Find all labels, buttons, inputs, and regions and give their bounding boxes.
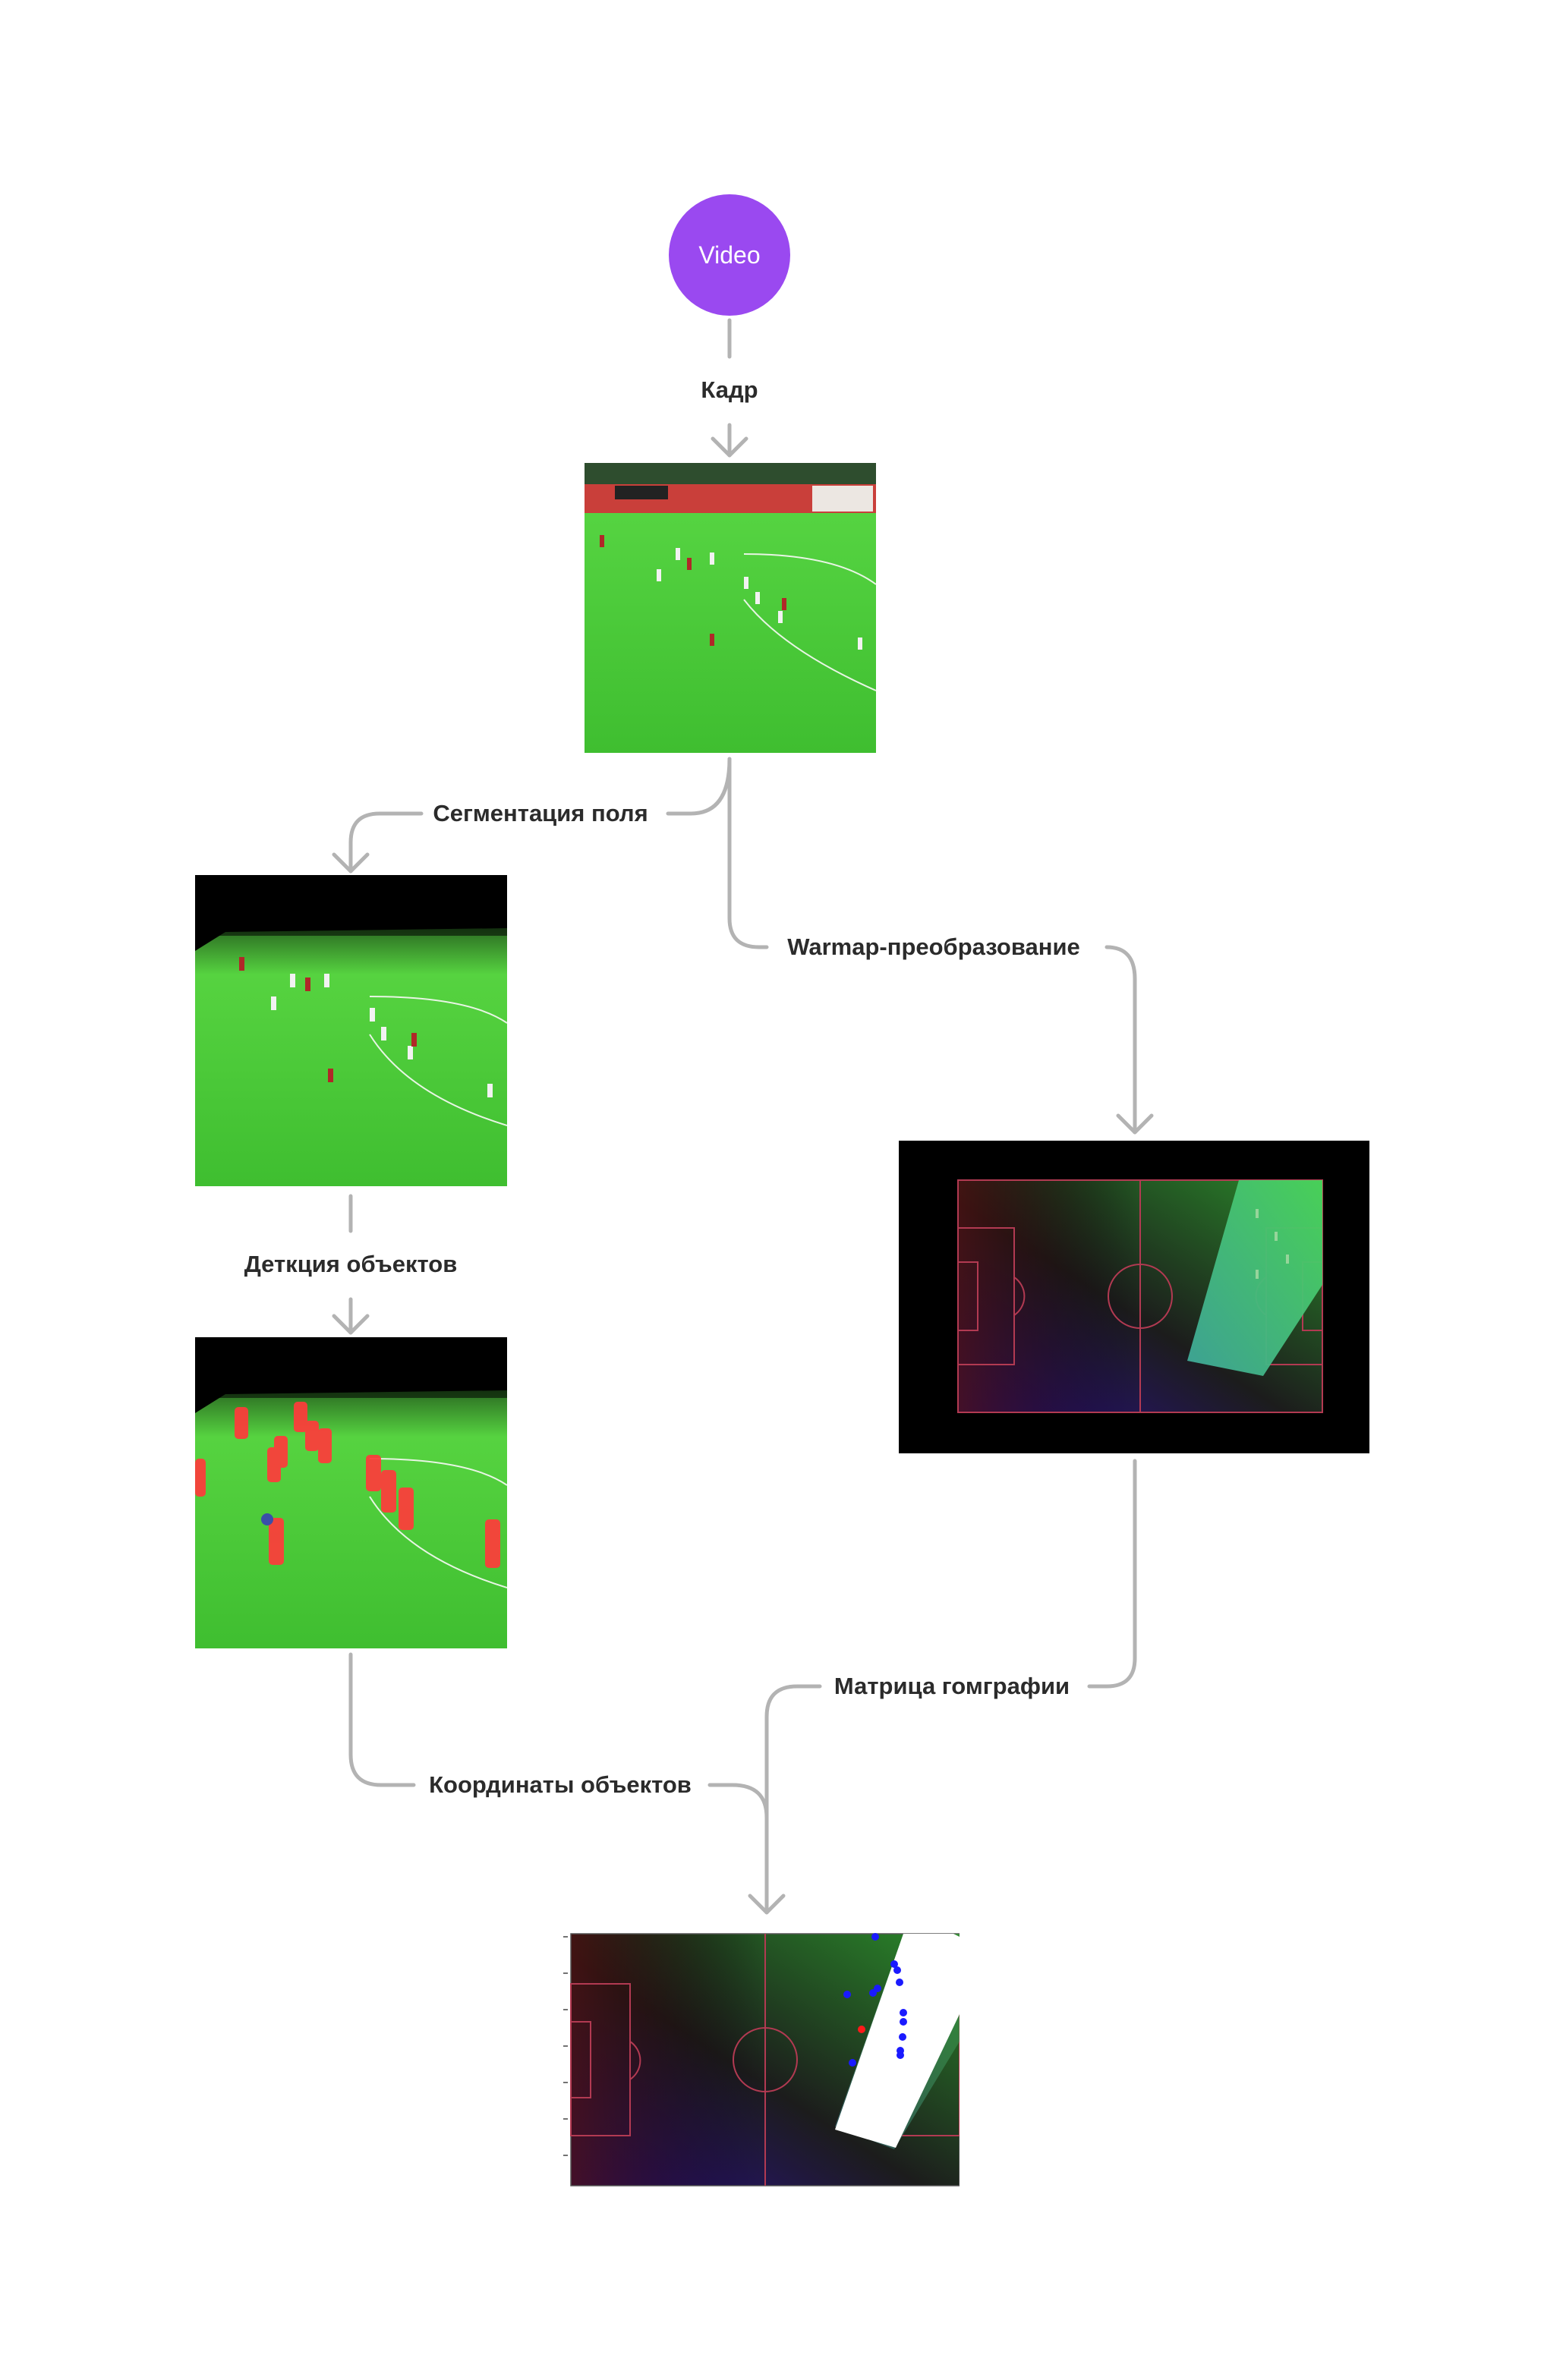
- label-warp: Warmap-преобразование: [783, 933, 1085, 961]
- arrowhead-warp: [1116, 1113, 1154, 1135]
- team-points: [843, 1933, 907, 2067]
- ball-marker: [261, 1513, 273, 1525]
- frame-image: [585, 463, 876, 753]
- connector-frame-segmentation-a: [666, 757, 732, 816]
- video-start-node: Video: [669, 194, 790, 316]
- ball-point: [858, 2026, 865, 2033]
- label-coordinates: Координаты объектов: [424, 1771, 696, 1799]
- arrowhead-frame: [711, 436, 748, 458]
- label-frame: Кадр: [696, 376, 763, 404]
- connector-detection-coordinates: [348, 1652, 416, 1787]
- detection-image: [195, 1337, 507, 1648]
- connector-coordinates-result: [707, 1783, 769, 1839]
- warp-image: [899, 1141, 1369, 1453]
- connector-frame-warp-a: [727, 757, 769, 949]
- label-segmentation: Сегментация поля: [428, 800, 653, 827]
- visible-region: [835, 1934, 960, 2148]
- segmentation-image: [195, 875, 507, 1186]
- video-label: Video: [698, 241, 761, 269]
- connector-homography-result: [764, 1684, 822, 1915]
- arrowhead-result: [748, 1894, 786, 1915]
- connector-frame-warp-b: [1104, 945, 1137, 1135]
- arrowhead-segmentation: [332, 852, 370, 874]
- axis-ticks: [563, 1936, 568, 2156]
- arrowhead-detection: [332, 1314, 370, 1335]
- label-homography: Матрица гомграфии: [829, 1673, 1075, 1700]
- label-detection: Деткция объектов: [239, 1251, 462, 1278]
- connector-warp-homography: [1087, 1459, 1137, 1689]
- connector-frame-segmentation-b: [348, 811, 424, 874]
- detection-boxes: [195, 1402, 500, 1568]
- result-image: [560, 1928, 960, 2190]
